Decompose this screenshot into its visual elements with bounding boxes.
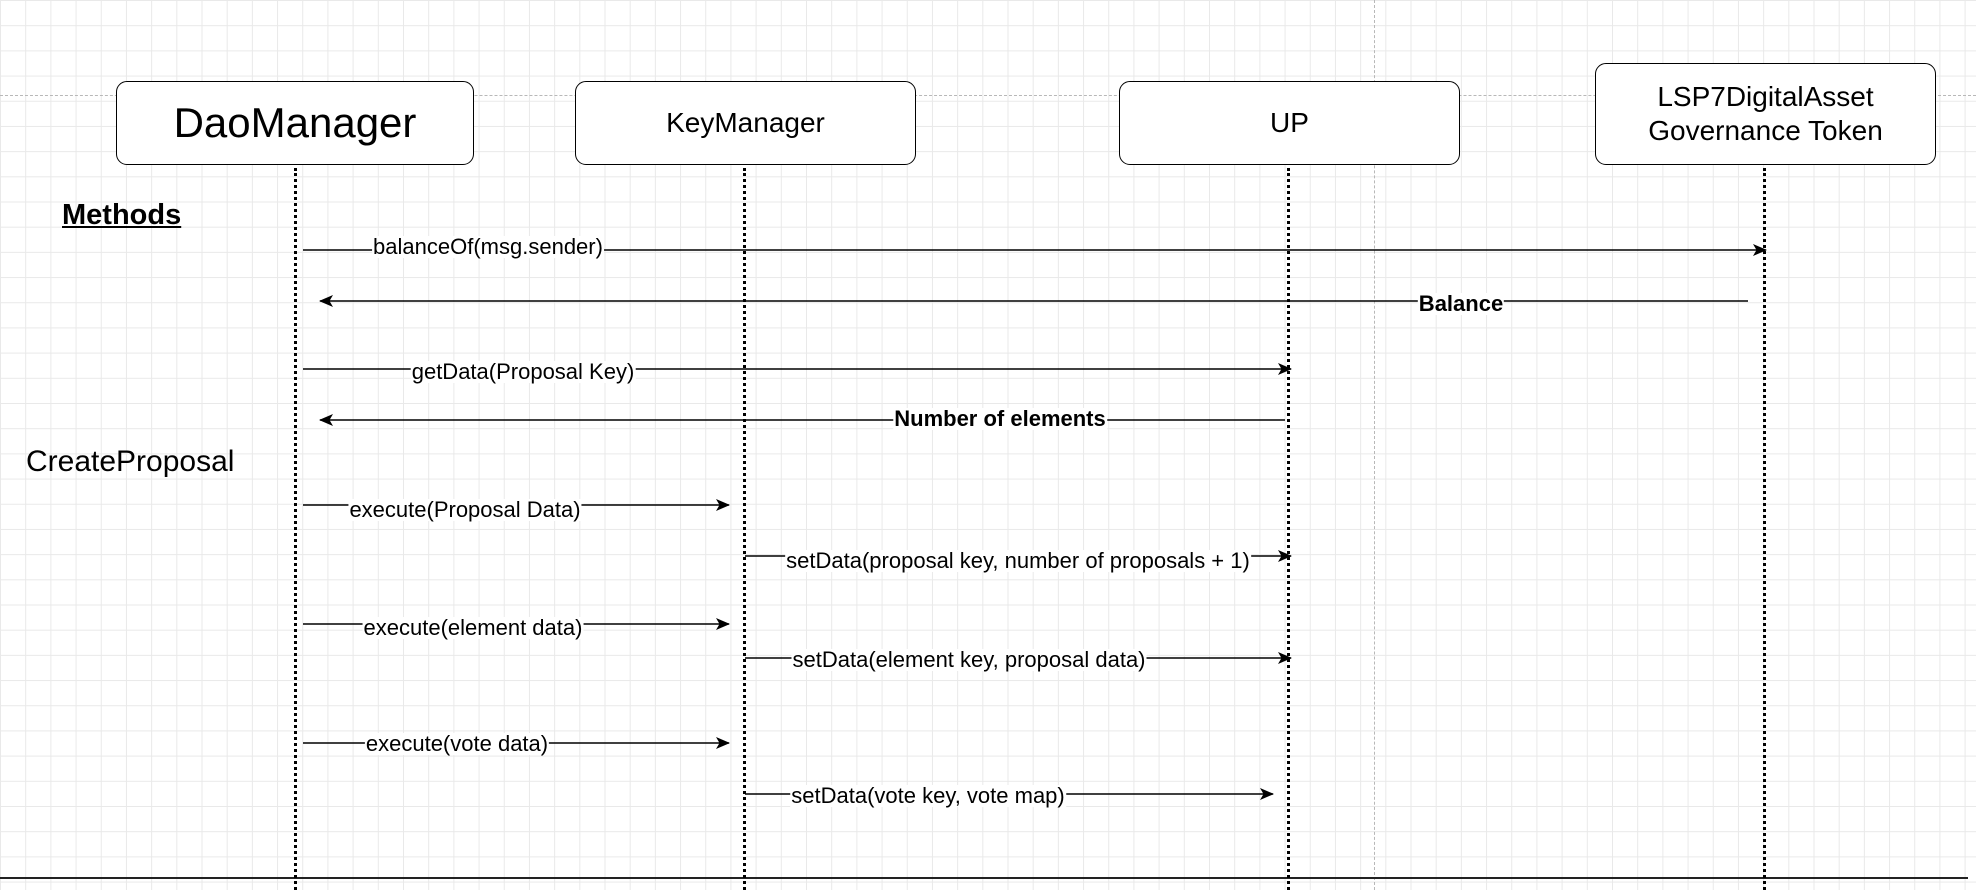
actor-dao-manager[interactable]: DaoManager: [116, 81, 474, 165]
message-label-balanceof: balanceOf(msg.sender): [372, 234, 604, 259]
message-label-setdata-vote: setData(vote key, vote map): [790, 783, 1066, 808]
guide-line-vertical: [1374, 0, 1375, 890]
message-label-getdata: getData(Proposal Key): [410, 359, 636, 384]
actor-lsp7-governance-token[interactable]: LSP7DigitalAsset Governance Token: [1595, 63, 1936, 165]
create-proposal-label: CreateProposal: [26, 445, 235, 478]
lifeline-lsp7: [1763, 168, 1766, 890]
lifeline-up: [1287, 168, 1290, 890]
message-label-setdata-element: setData(element key, proposal data): [791, 647, 1147, 672]
lifeline-key-manager: [743, 168, 746, 890]
lifeline-dao-manager: [294, 168, 297, 890]
message-label-setdata-count: setData(proposal key, number of proposal…: [785, 548, 1251, 573]
message-label-number-of-elements: Number of elements: [893, 406, 1107, 431]
message-label-execute-vote: execute(vote data): [364, 731, 550, 756]
diagram-baseline: [0, 877, 1968, 879]
message-label-execute-element: execute(element data): [362, 615, 584, 640]
message-label-balance: Balance: [1417, 291, 1505, 316]
actor-key-manager[interactable]: KeyManager: [575, 81, 916, 165]
guide-line-horizontal: [0, 95, 1976, 96]
methods-heading: Methods: [62, 199, 182, 231]
message-label-execute-proposal: execute(Proposal Data): [348, 497, 582, 522]
actor-up[interactable]: UP: [1119, 81, 1460, 165]
